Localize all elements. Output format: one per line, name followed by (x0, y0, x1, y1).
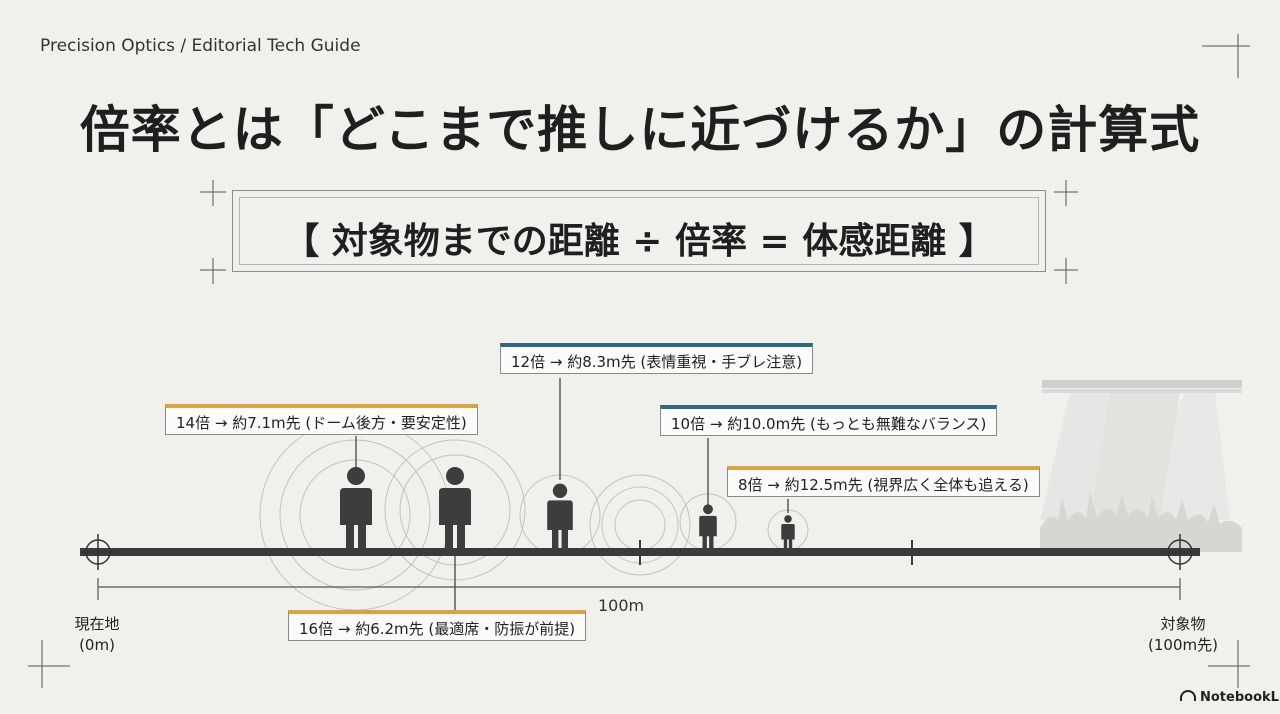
corner-mark-icon (28, 34, 1250, 688)
origin-label-name: 現在地 (74, 615, 120, 633)
person-icon (340, 467, 372, 550)
target-label: 対象物 (100m先) (1128, 614, 1238, 656)
brand-name: NotebookLM (1200, 690, 1280, 705)
page-title: 倍率とは「どこまで推しに近づけるか」の計算式 (79, 101, 1201, 159)
eyebrow-text: Precision Optics / Editorial Tech Guide (40, 36, 361, 56)
origin-label: 現在地 (0m) (52, 614, 142, 656)
label-14x: 14倍 → 約7.1m先 (ドーム後方・要安定性) (165, 404, 478, 435)
person-icon (547, 483, 573, 550)
target-label-name: 対象物 (1160, 615, 1206, 633)
crosshair-icon (1162, 534, 1198, 570)
formula-inner-frame (239, 197, 1039, 265)
target-label-distance: (100m先) (1148, 636, 1218, 654)
scale-label: 100m (598, 596, 645, 615)
origin-label-distance: (0m) (79, 636, 115, 654)
label-8x: 8倍 → 約12.5m先 (視界広く全体も追える) (727, 466, 1040, 497)
crosshair-icon (80, 534, 116, 570)
label-12x: 12倍 → 約8.3m先 (表情重視・手ブレ注意) (500, 343, 814, 374)
label-10x: 10倍 → 約10.0m先 (もっとも無難なバランス) (660, 405, 998, 436)
notebooklm-logo-icon (1180, 690, 1196, 701)
formula-text: 【 対象物までの距離 ÷ 倍率 = 体感距離 】 (283, 221, 995, 262)
distance-ticks (639, 540, 913, 565)
formula-frame (232, 190, 1046, 272)
label-16x: 16倍 → 約6.2m先 (最適席・防振が前提) (288, 610, 587, 641)
brand-logo: NotebookLM (1180, 690, 1280, 705)
dimension-line (97, 578, 1181, 600)
person-icon (439, 467, 471, 550)
stage-crowd-illustration (1040, 380, 1242, 552)
person-icon (781, 515, 795, 550)
person-icon (699, 504, 717, 550)
